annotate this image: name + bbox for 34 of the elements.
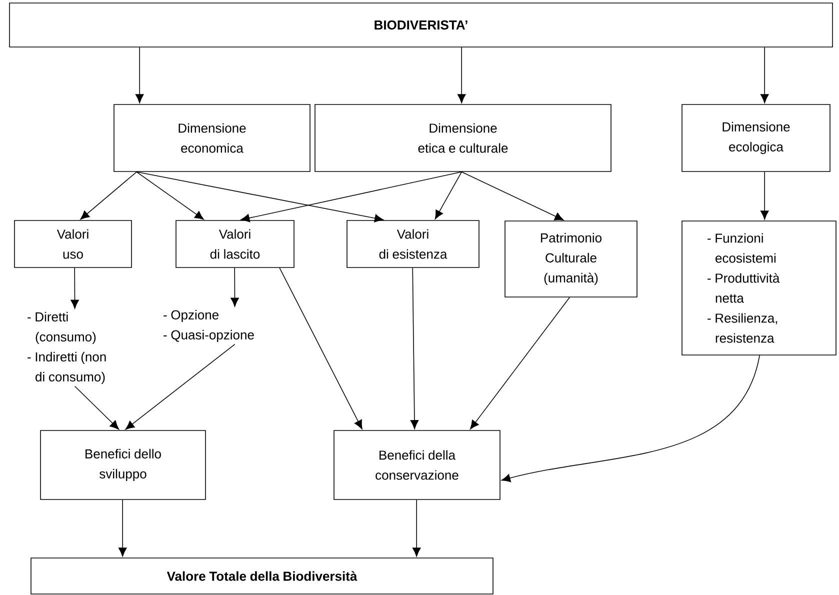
arrow — [70, 268, 79, 309]
arrow — [74, 386, 120, 430]
process-box: Valori di esistenza — [346, 220, 480, 268]
arrow — [412, 500, 421, 557]
list-text: - Diretti (consumo) - Indiretti (non di consumo) — [28, 312, 106, 384]
process-box: Dimensione etica e culturale — [314, 104, 612, 172]
process-box: Dimensione ecologica — [682, 104, 830, 172]
arrow — [136, 172, 204, 220]
arrow — [80, 172, 137, 220]
arrow — [760, 172, 769, 220]
process-box: Dimensione economica — [114, 104, 310, 172]
arrow — [118, 500, 127, 557]
arrow — [457, 47, 466, 104]
arrow — [240, 172, 462, 222]
process-box: Valore Totale della Biodiversità — [30, 558, 494, 594]
process-box: Benefici dello sviluppo — [40, 430, 206, 500]
process-box: Valori uso — [14, 220, 132, 268]
arrow — [470, 297, 570, 430]
arrow — [760, 47, 769, 104]
arrow — [434, 172, 462, 220]
arrow — [135, 47, 144, 104]
arrow — [125, 344, 236, 430]
process-box: Benefici della conservazione — [334, 430, 500, 500]
arrow — [279, 268, 362, 430]
process-box: Patrimonio Culturale (umanità) — [504, 220, 638, 298]
arrow — [501, 355, 760, 482]
arrow — [230, 268, 239, 307]
list-text: - Opzione - Quasi-opzione — [164, 310, 254, 342]
arrow — [461, 172, 564, 220]
list-box: - Funzioni ecosistemi - Produttività netta - Resilienza, resistenza — [682, 220, 836, 356]
process-box: Valori di lascito — [176, 220, 294, 268]
arrow — [410, 268, 419, 430]
process-box: BIODIVERISTA’ — [9, 2, 833, 48]
arrow — [136, 172, 384, 222]
